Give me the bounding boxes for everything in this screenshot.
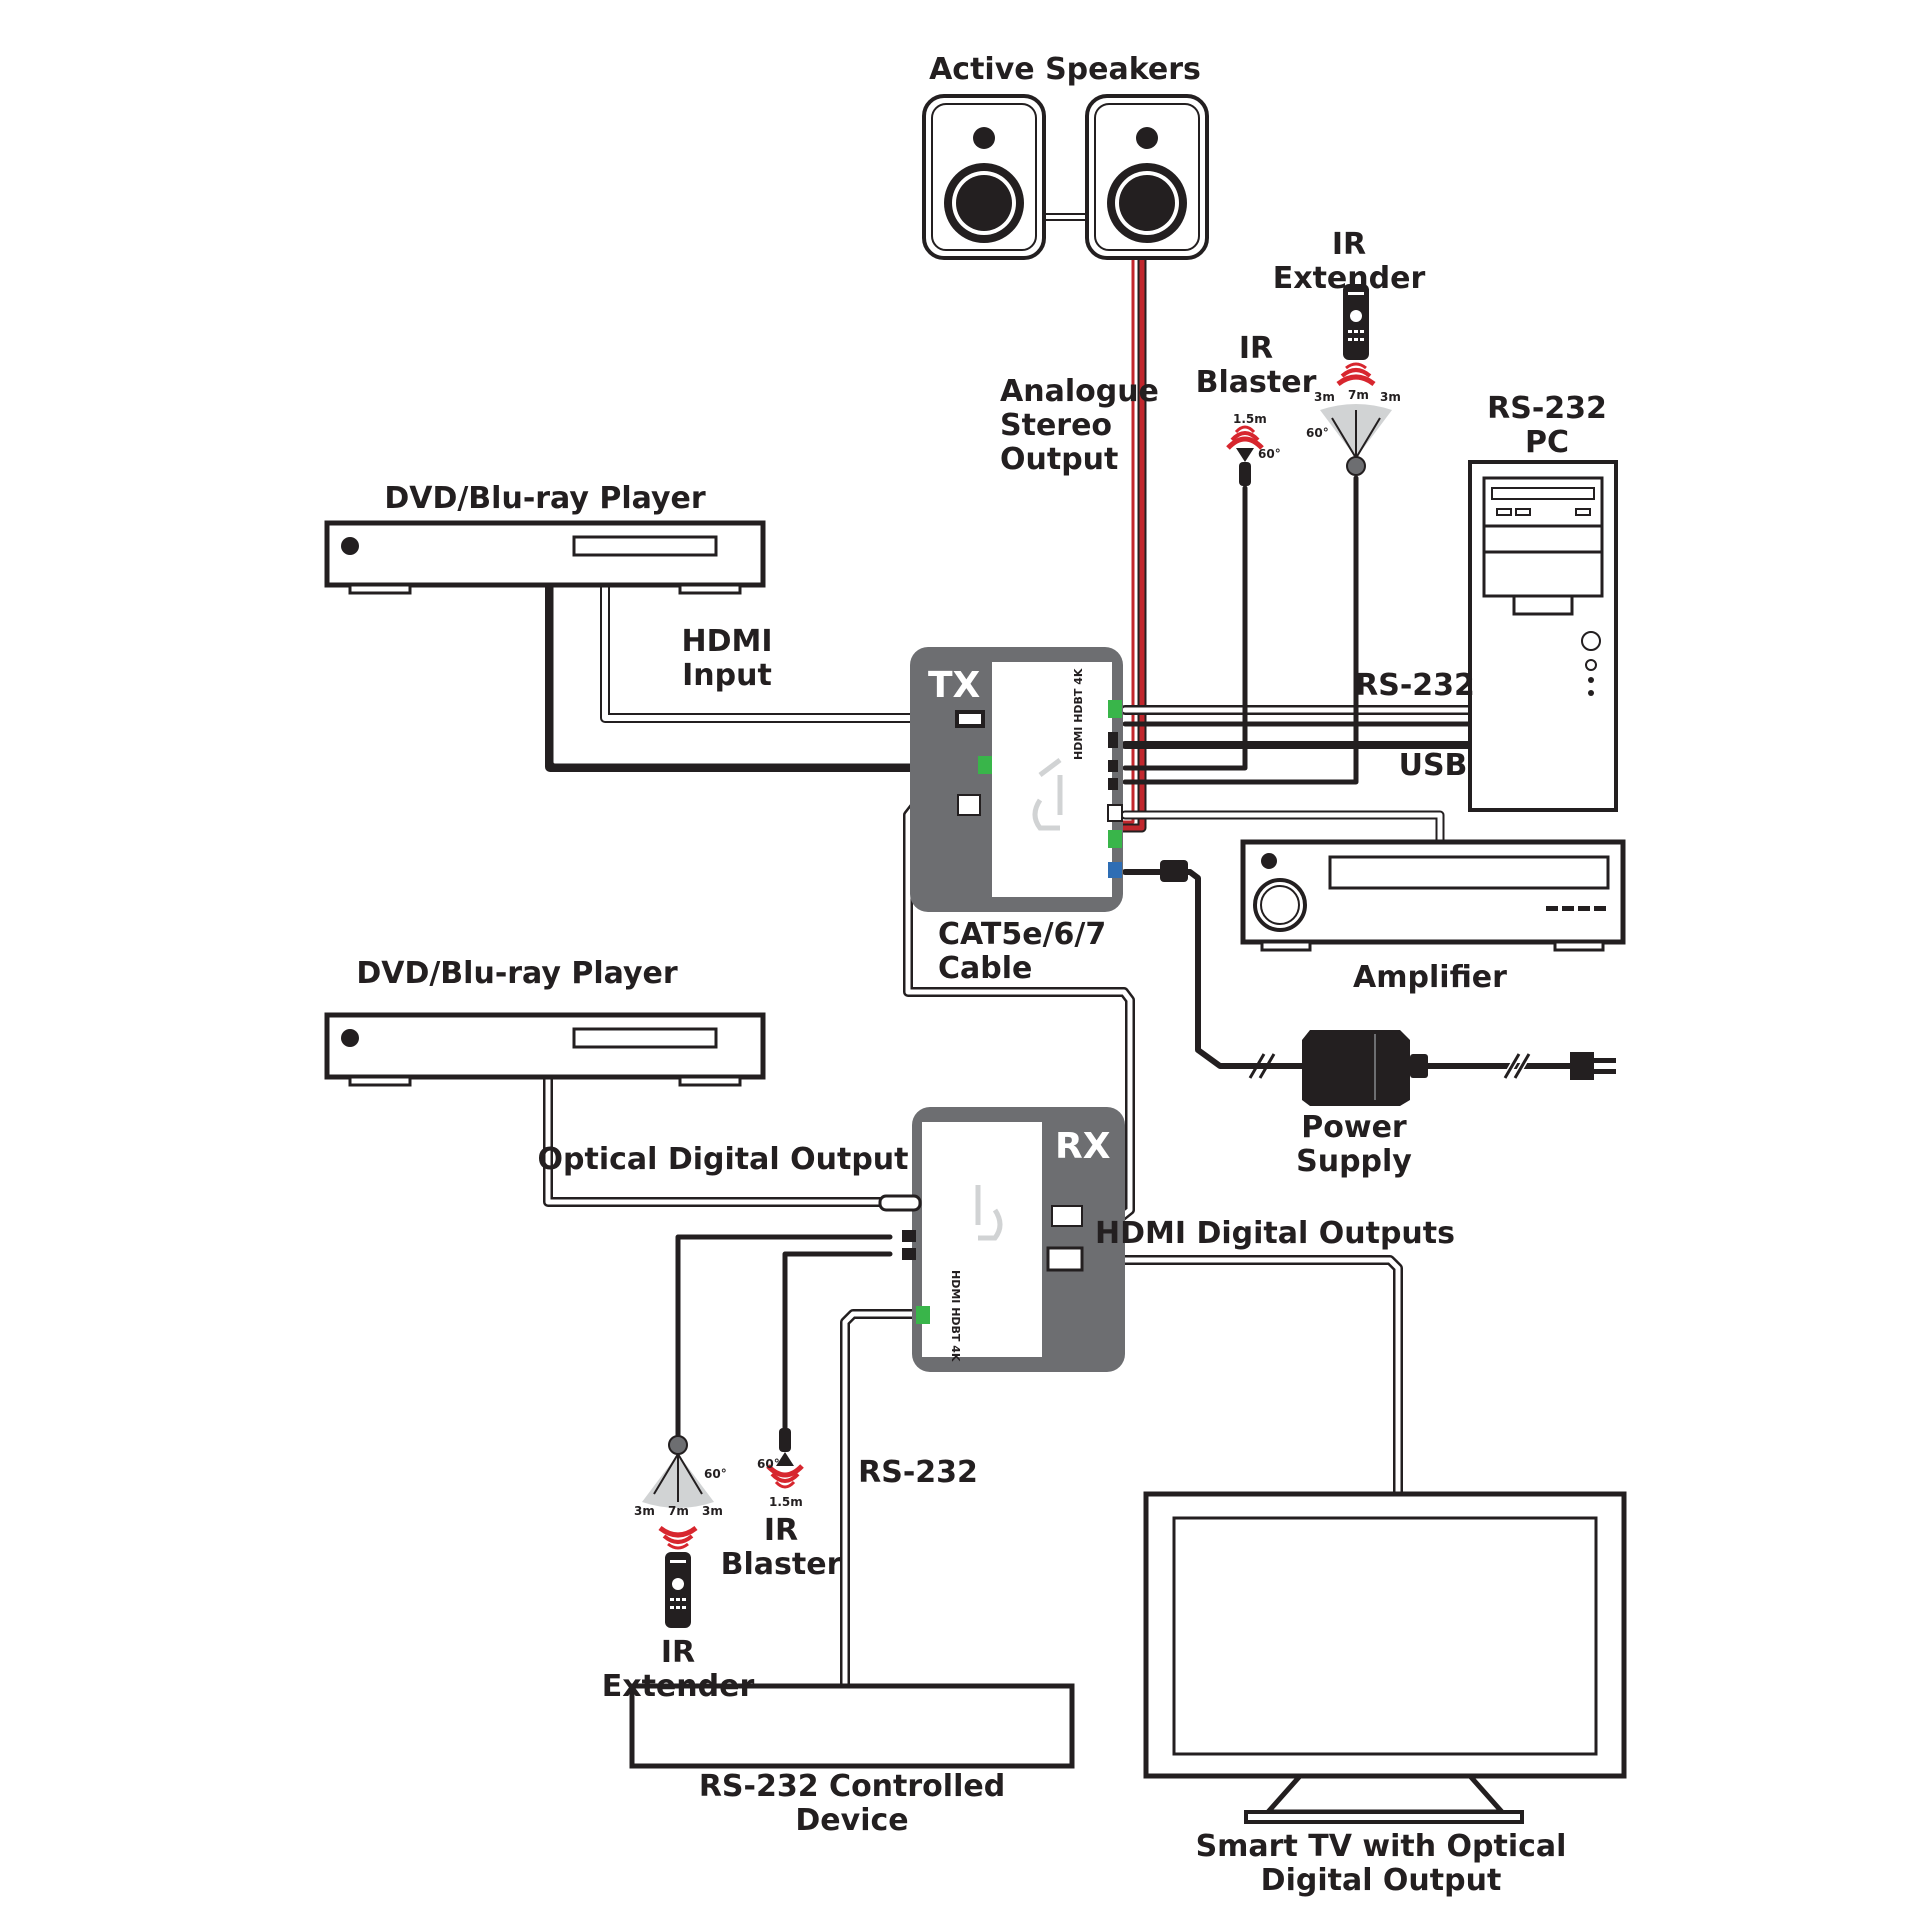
- ir-extender-bottom-left: 3m: [634, 1504, 655, 1518]
- rs232-device-cable: [840, 1309, 920, 1691]
- hdmi-outputs-label: HDMI Digital Outputs: [1095, 1216, 1455, 1251]
- ir-blaster-bottom: [766, 1428, 804, 1489]
- ir-blaster-bottom-cable: [782, 1251, 893, 1441]
- ir-blaster-bottom-dist: 1.5m: [769, 1495, 803, 1509]
- smart-tv: [1143, 1491, 1627, 1824]
- rs232-controlled-device: [629, 1683, 1075, 1769]
- ir-extender-bottom: [642, 1435, 714, 1628]
- ir-extender-top-right: 3m: [1380, 390, 1401, 404]
- speaker-right: [1085, 94, 1209, 260]
- analogue-cable: [1115, 253, 1147, 833]
- ir-extender-bottom-mid: 7m: [668, 1504, 689, 1518]
- cables: [543, 213, 1583, 1691]
- rs232-device-label-1: RS-232 Controlled: [699, 1769, 1005, 1804]
- ir-blaster-top-label-2: Blaster: [1196, 365, 1317, 400]
- analogue-label-3: Output: [1000, 442, 1118, 477]
- ir-blaster-bottom-angle: 60°: [757, 1457, 780, 1471]
- ir-extender-top-angle: 60°: [1306, 426, 1329, 440]
- ir-extender-bottom-angle: 60°: [704, 1467, 727, 1481]
- optical-label: Optical Digital Output: [538, 1142, 909, 1177]
- active-speakers: [922, 94, 1209, 260]
- power-plug-icon: [1570, 1052, 1616, 1080]
- ir-blaster-top-angle: 60°: [1258, 447, 1281, 461]
- ir-extender-top-left: 3m: [1314, 390, 1335, 404]
- cat-label-2: Cable: [938, 951, 1032, 986]
- ir-extender-top-mid: 7m: [1348, 388, 1369, 402]
- rs232-link-label: RS-232: [1355, 668, 1475, 703]
- rx-label: RX: [1055, 1126, 1111, 1167]
- ir-extender-bottom-right: 3m: [702, 1504, 723, 1518]
- hdmi-input-label-1: HDMI: [681, 624, 772, 659]
- ir-extender-top-label-1: IR: [1332, 227, 1366, 262]
- ir-extender-top-cable: [1122, 475, 1359, 785]
- hdmi-output-cable: [1085, 1255, 1403, 1499]
- tx-label: TX: [928, 665, 981, 706]
- cat-label-1: CAT5e/6/7: [938, 917, 1106, 952]
- power-supply: [1248, 1030, 1616, 1106]
- ir-blaster-bottom-label-1: IR: [764, 1513, 798, 1548]
- cyp-logo-rx: [975, 1185, 1003, 1241]
- rx-unit: RX HDMI HDBT 4K: [878, 1107, 1125, 1372]
- remote-control-bottom-icon: [665, 1552, 691, 1628]
- cyp-logo-tx: [1032, 758, 1063, 831]
- usb-label: USB: [1399, 748, 1468, 783]
- rs232-pc: [1468, 460, 1618, 812]
- rs232-pc-label-1: RS-232: [1487, 391, 1607, 426]
- smart-tv-label-2: Digital Output: [1261, 1863, 1502, 1898]
- tx-unit: TX HDMI HDBT 4K: [910, 647, 1123, 912]
- dvd-bottom-label: DVD/Blu-ray Player: [356, 956, 678, 991]
- speaker-left: [922, 94, 1046, 260]
- dvd-player-bottom: [324, 1012, 766, 1087]
- hdmi-input-label-2: Input: [682, 658, 772, 693]
- smart-tv-label-1: Smart TV with Optical: [1196, 1829, 1567, 1864]
- amplifier: [1240, 839, 1626, 952]
- ir-extender-bottom-label-2: Extender: [602, 1669, 755, 1704]
- ir-blaster-top-dist: 1.5m: [1233, 412, 1267, 426]
- analogue-label-1: Analogue: [1000, 374, 1159, 409]
- dvd-player-top: [324, 520, 766, 595]
- ir-extender-bottom-label-1: IR: [661, 1635, 695, 1670]
- ir-extender-top: [1320, 284, 1392, 476]
- rs232-pc-label-2: PC: [1525, 425, 1569, 460]
- ir-blaster-top: [1226, 425, 1264, 486]
- ir-blaster-top-label-1: IR: [1239, 331, 1273, 366]
- power-label-2: Supply: [1296, 1144, 1412, 1179]
- rx-hdbaset-mark: HDMI HDBT 4K: [949, 1270, 962, 1362]
- ir-extender-top-label-2: Extender: [1273, 261, 1426, 296]
- analogue-label-2: Stereo: [1000, 408, 1112, 443]
- power-label-1: Power: [1301, 1110, 1407, 1145]
- tx-hdbaset-mark: HDMI HDBT 4K: [1072, 668, 1085, 760]
- hdmi-input-cable: [600, 580, 955, 723]
- ir-extender-bottom-cable: [675, 1234, 893, 1438]
- dvd-top-label: DVD/Blu-ray Player: [384, 481, 706, 516]
- ir-blaster-top-cable: [1122, 485, 1248, 771]
- amplifier-cable: [1120, 810, 1445, 845]
- rs232-rx-label: RS-232: [858, 1455, 978, 1490]
- ir-blaster-bottom-label-2: Blaster: [721, 1547, 842, 1582]
- active-speakers-label: Active Speakers: [929, 52, 1201, 87]
- labels: Active Speakers IR Extender IR Blaster A…: [356, 52, 1607, 1898]
- amplifier-label: Amplifier: [1353, 960, 1507, 995]
- remote-control-top-icon: [1343, 284, 1369, 360]
- ferrite-core: [1160, 860, 1188, 882]
- rs232-device-label-2: Device: [795, 1803, 908, 1838]
- optical-cable: [543, 1070, 885, 1207]
